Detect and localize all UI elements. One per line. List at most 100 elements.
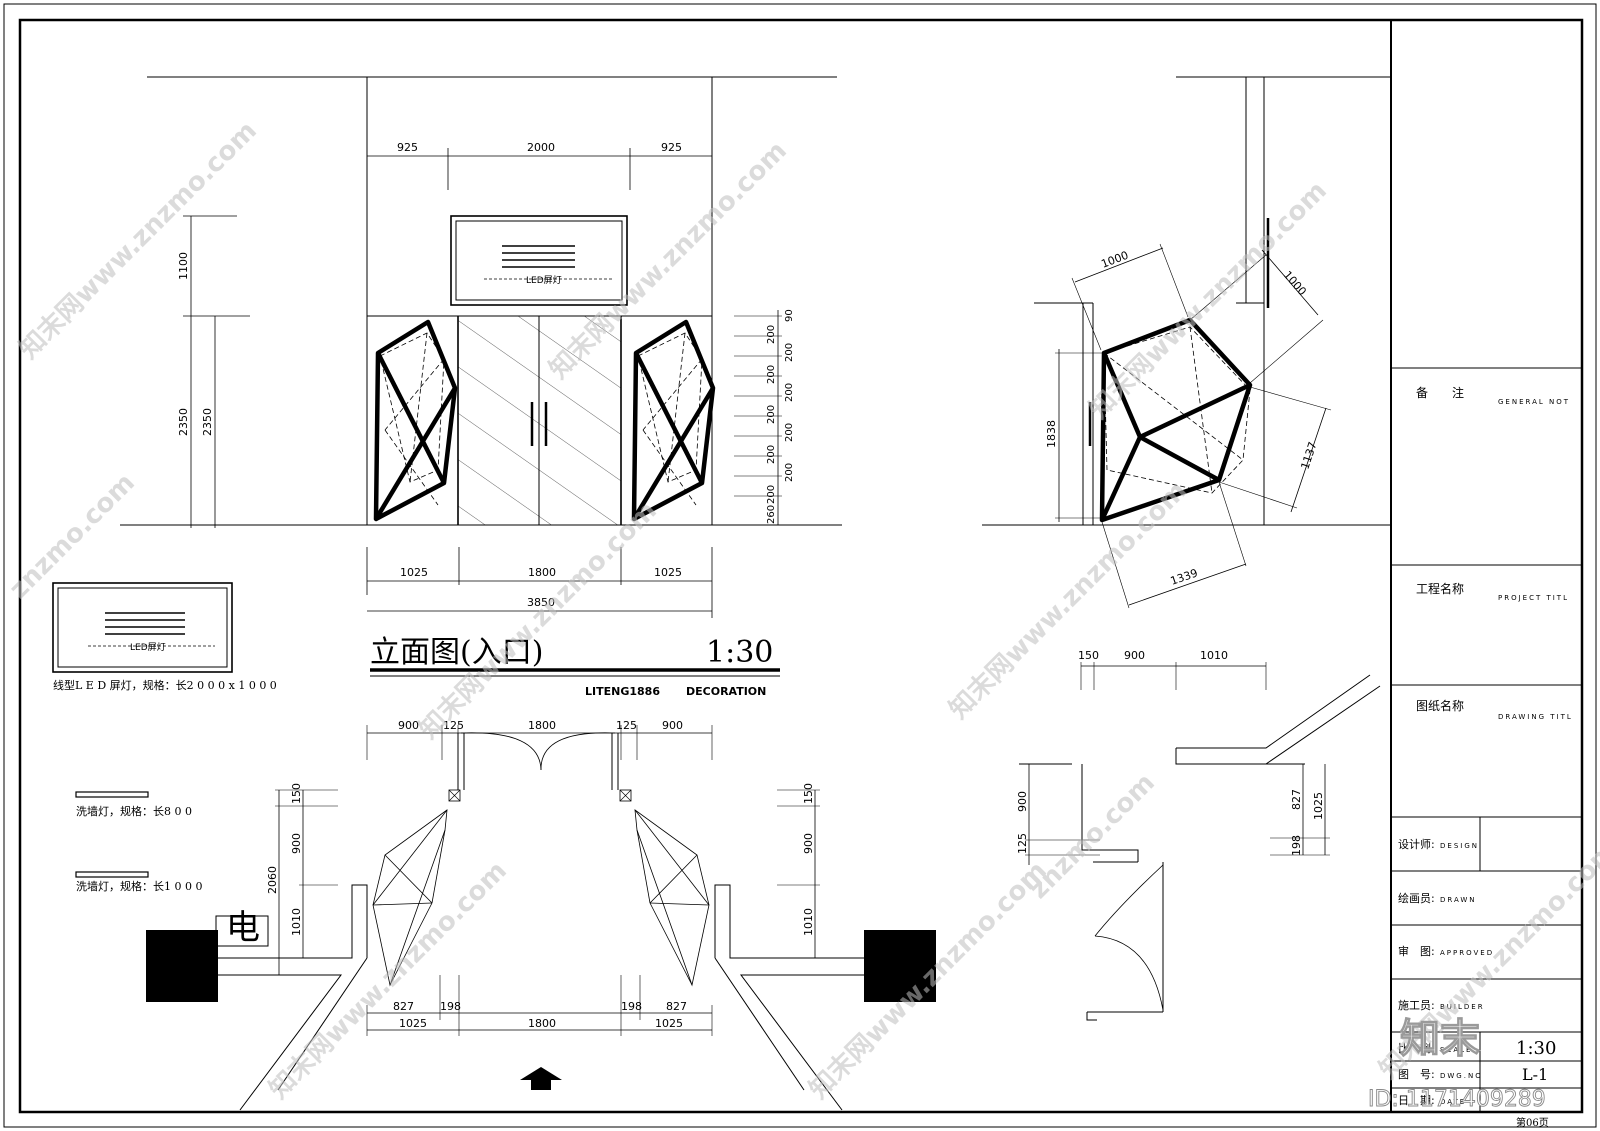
side-view [982, 76, 1391, 609]
plan-left-sculpture [372, 809, 448, 987]
watermark-text: znzmo.com [4, 468, 141, 605]
legend-wash-800: 洗墙灯，规格：长8 0 0 [76, 804, 192, 818]
side-plan [1019, 662, 1381, 1021]
power-box-label: 电 [226, 908, 260, 948]
side-dim-4: 1137 [1298, 440, 1319, 471]
dim-bottom-3: 1025 [654, 566, 682, 579]
dim-right-11: 260 [766, 505, 777, 524]
date-label: 日 期: [1398, 1094, 1435, 1107]
dim-right-9: 200 [784, 463, 795, 482]
entry-arrow-icon [520, 1067, 562, 1090]
plan-dim-right-2: 900 [802, 833, 815, 854]
notes-label-en: GENERAL NOT [1498, 398, 1570, 406]
brand-suffix: DECORATION [686, 685, 766, 698]
drawing-number-label: 图 号: [1398, 1068, 1435, 1081]
image-id: ID: 1171409289 [1368, 1087, 1546, 1112]
plan-dim-left-3: 2060 [266, 866, 279, 894]
side-plan-dim-right-2: 1025 [1312, 792, 1325, 820]
builder-label: 施工员: [1398, 999, 1435, 1012]
side-dim-2: 1000 [1281, 268, 1309, 298]
watermark-text: 知末网www.znzmo.com [264, 856, 513, 1105]
approved-label: 审 图: [1398, 944, 1435, 958]
side-plan-dim-1: 150 [1078, 649, 1099, 662]
side-dim-5: 1339 [1169, 566, 1200, 587]
drawn-label-en: DRAWN [1440, 896, 1477, 904]
plan-dim-right-3: 1010 [802, 908, 815, 936]
right-column [864, 930, 936, 1002]
dim-top-3: 925 [661, 141, 682, 154]
plan-dim-top-5: 900 [662, 719, 683, 732]
plan-dim-top-3: 1800 [528, 719, 556, 732]
plan-dim-left-4: 1010 [290, 908, 303, 936]
watermark-layer: 知末网www.znzmo.com 知末网www.znzmo.com 知末网www… [4, 116, 1600, 1105]
plan-dim-bottom-a2: 198 [440, 1000, 461, 1013]
drawing-frame [18, 18, 1584, 1114]
dim-top-2: 2000 [527, 141, 555, 154]
led-panel-label: LED屏灯 [526, 275, 562, 286]
dim-right-6: 200 [766, 405, 777, 424]
legend-led-symbol [52, 582, 233, 673]
dim-left-1: 1100 [177, 252, 190, 280]
watermark-text: 知末网www.znzmo.com [804, 856, 1053, 1105]
project-title-label: 工程名称 [1416, 581, 1464, 596]
drawing-number-label-en: DWG.NO [1440, 1072, 1483, 1080]
watermark-text: znzmo.com [1024, 768, 1161, 905]
side-plan-dim-right-1: 827 [1290, 789, 1303, 810]
dim-right-3: 200 [784, 343, 795, 362]
drawing-number-value: L-1 [1522, 1065, 1548, 1084]
plan-dim-top-4: 125 [616, 719, 637, 732]
notes-label: 备 注 [1416, 385, 1464, 400]
elevation-title: 立面图(入口) [370, 635, 543, 670]
scale-label: 比 例: [1398, 1041, 1435, 1055]
designer-label: 设计师: [1398, 838, 1435, 851]
dim-left-2: 2350 [177, 408, 190, 436]
dim-bottom-1: 1025 [400, 566, 428, 579]
dim-left-3: 2350 [201, 408, 214, 436]
dim-right-7: 200 [784, 423, 795, 442]
watermark-text: 知末网www.znzmo.com [414, 496, 663, 745]
plan-dim-bottom-b2: 1800 [528, 1017, 556, 1030]
approved-label-en: APPROVED [1440, 949, 1494, 957]
outer-frame [3, 3, 1597, 1128]
plan-dim-bottom-a4: 827 [666, 1000, 687, 1013]
dim-right-2: 200 [766, 325, 777, 344]
date-label-en: DATE [1440, 1098, 1466, 1106]
builder-label-en: BUILDER [1440, 1003, 1485, 1011]
elevation-scale: 1:30 [706, 635, 773, 670]
side-diamond-sculpture [1099, 317, 1253, 523]
side-plan-dim-3: 1010 [1200, 649, 1228, 662]
drawn-label: 绘画员: [1398, 891, 1435, 905]
plan-dim-left-2: 900 [290, 833, 303, 854]
drawing-title-label-en: DRAWING TITL [1498, 713, 1573, 721]
watermark-text: 知末网www.znzmo.com [944, 476, 1193, 725]
legend-led-spec: 线型L E D 屏灯，规格：长2 0 0 0 x 1 0 0 0 [53, 678, 277, 692]
dim-total: 3850 [527, 596, 555, 609]
right-diamond-sculpture [631, 319, 716, 522]
page-number: 第06页 [1516, 1116, 1549, 1129]
plan-dim-bottom-b3: 1025 [655, 1017, 683, 1030]
plan-dim-bottom-a1: 827 [393, 1000, 414, 1013]
wash-light-1000-symbol [75, 871, 149, 878]
znzmo-logo: 知末 [1400, 1016, 1480, 1062]
left-column [146, 930, 218, 1002]
drawing-title-label: 图纸名称 [1416, 698, 1464, 713]
side-dim-1: 1000 [1099, 249, 1130, 271]
watermark-text: 知末网www.znzmo.com [1084, 176, 1333, 425]
dim-right-8: 200 [766, 445, 777, 464]
project-title-label-en: PROJECT TITL [1498, 594, 1569, 602]
left-diamond-sculpture [373, 319, 458, 522]
entrance-plan [146, 725, 936, 1111]
dim-right-5: 200 [784, 383, 795, 402]
plan-dim-bottom-a3: 198 [621, 1000, 642, 1013]
legend-wash-1000: 洗墙灯，规格：长1 0 0 0 [76, 879, 202, 893]
entrance-elevation [120, 76, 842, 677]
scale-value: 1:30 [1516, 1038, 1556, 1059]
dim-right-4: 200 [766, 365, 777, 384]
designer-label-en: DESIGN [1440, 842, 1479, 850]
title-block [1390, 20, 1582, 1112]
dim-bottom-2: 1800 [528, 566, 556, 579]
side-plan-dim-left-1: 900 [1016, 791, 1029, 812]
watermark-text: 知末网www.znzmo.com [14, 116, 263, 365]
scale-label-en: SCALE [1440, 1046, 1472, 1054]
